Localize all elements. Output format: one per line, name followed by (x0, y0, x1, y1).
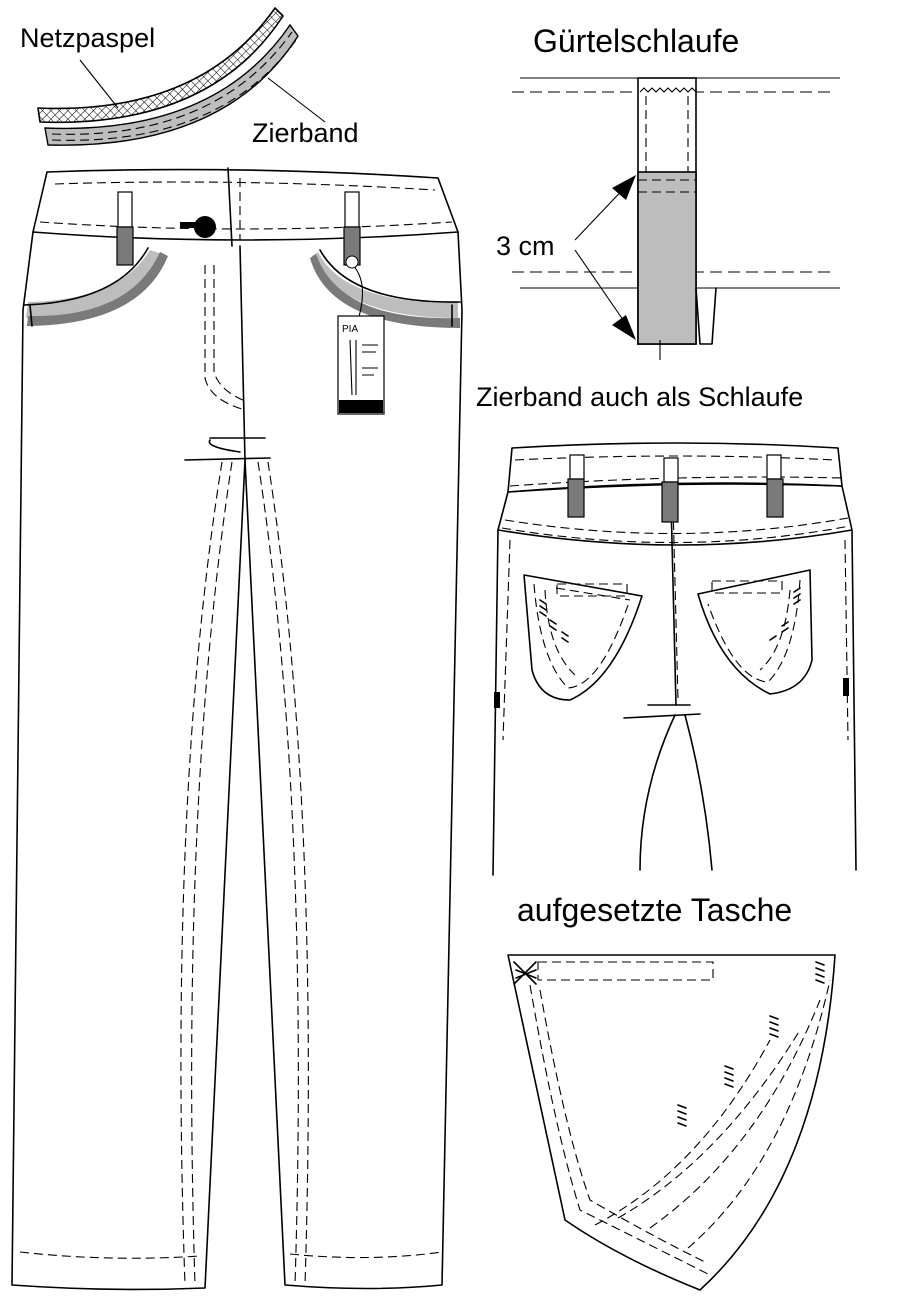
button-icon (194, 216, 216, 238)
belt-loop-right (343, 191, 361, 266)
aufgesetzte-tasche-title: aufgesetzte Tasche (517, 892, 792, 928)
belt-loop-left (116, 191, 134, 266)
belt-loop-detail: Gürtelschlaufe 3 cm Zierband auch als Sc… (476, 23, 840, 412)
zierband-pointer (267, 77, 326, 123)
hangtag-brand: PIA (342, 324, 358, 335)
hangtag: PIA (337, 255, 385, 415)
back-view (492, 442, 857, 876)
guertelschlaufe-title: Gürtelschlaufe (533, 23, 739, 59)
netzpaspel-label: Netzpaspel (20, 23, 155, 53)
zierband-label: Zierband (252, 118, 359, 148)
piping-detail: Netzpaspel Zierband (20, 7, 359, 148)
measure-label: 3 cm (496, 231, 555, 261)
netzpaspel-pointer (79, 59, 119, 109)
measure-arrow-bottom (574, 249, 631, 331)
zierband-schlaufe-label: Zierband auch als Schlaufe (476, 382, 803, 412)
front-view: PIA (11, 167, 463, 1291)
patch-pocket-detail: aufgesetzte Tasche (507, 892, 836, 1291)
